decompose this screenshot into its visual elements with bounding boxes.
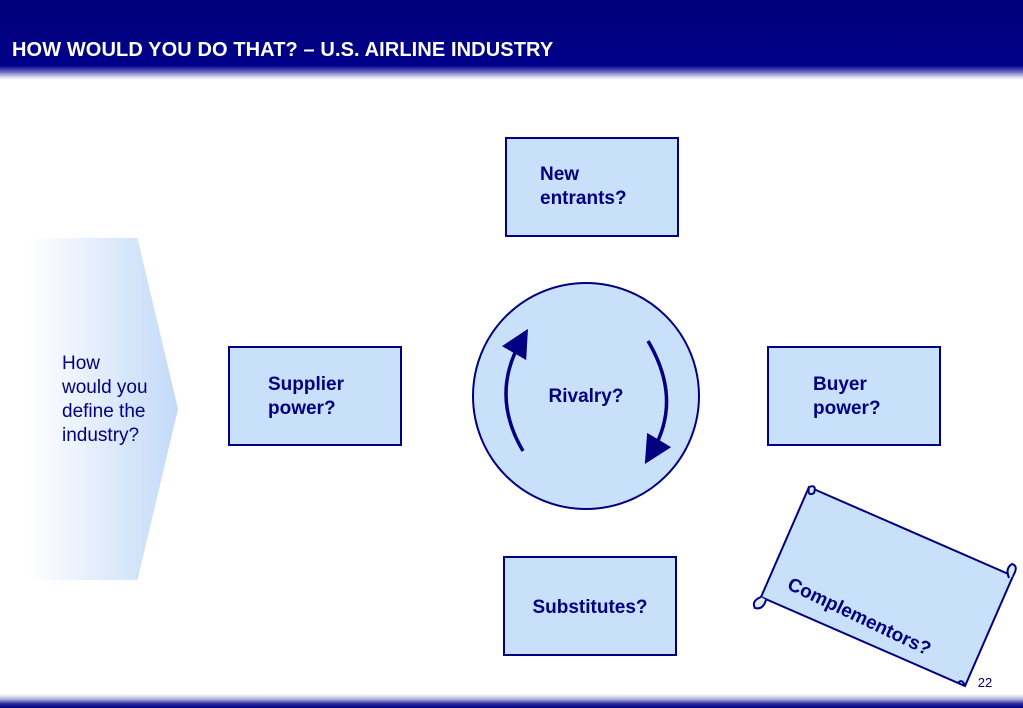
buyer-power-line-1: Buyer (813, 374, 867, 395)
supplier-power-box: Supplier power? (228, 346, 402, 446)
scroll-bottom-roll (957, 680, 966, 687)
chevron-line-1: How (62, 353, 101, 374)
chevron-question: How would you define the industry? (62, 352, 182, 448)
buyer-power-box: Buyer power? (767, 346, 941, 446)
substitutes-label: Substitutes? (532, 597, 648, 618)
new-entrants-line-1: New (540, 164, 580, 185)
header-band (0, 0, 1023, 80)
substitutes-box: Substitutes? (503, 556, 677, 656)
page-number: 22 (977, 675, 993, 690)
supplier-power-line-1: Supplier (268, 374, 345, 395)
chevron-line-4: industry? (62, 425, 140, 446)
scroll-left-roll (752, 596, 767, 610)
chevron-line-2: would you (62, 377, 148, 398)
page-title: HOW WOULD YOU DO THAT? – U.S. AIRLINE IN… (12, 39, 554, 61)
rivalry-label: Rivalry? (548, 386, 624, 407)
scroll-top-roll (807, 485, 816, 496)
buyer-power-line-2: power? (813, 398, 881, 419)
supplier-power-line-2: power? (268, 398, 336, 419)
new-entrants-line-2: entrants? (540, 188, 627, 209)
chevron-line-3: define the (62, 401, 146, 422)
scroll-right-roll (1006, 562, 1017, 579)
new-entrants-box: New entrants? (505, 137, 679, 237)
footer-band (0, 694, 1023, 708)
